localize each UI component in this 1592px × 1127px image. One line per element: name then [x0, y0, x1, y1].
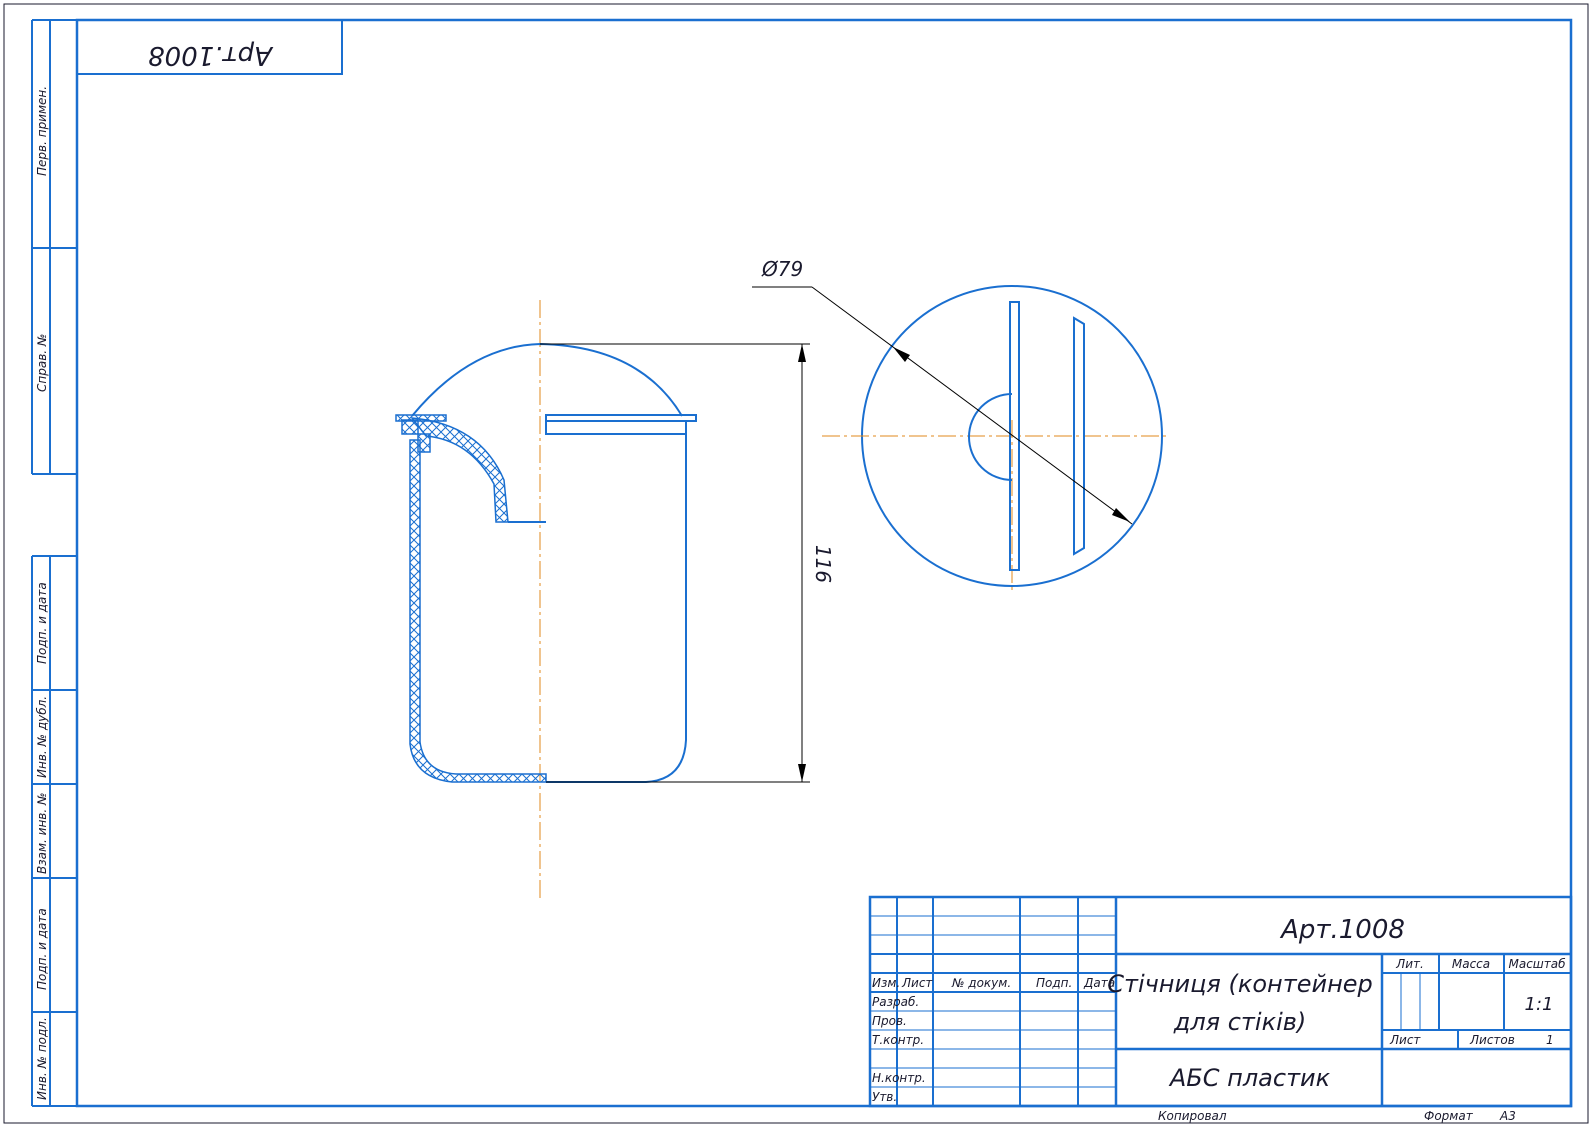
tb-material: АБС пластик	[1168, 1064, 1331, 1092]
top-view	[822, 285, 1170, 592]
height-dimension: 116	[540, 343, 835, 783]
side-label-inv: Инв. № подл.	[35, 1017, 49, 1100]
footer-copied: Копировал	[1158, 1109, 1227, 1123]
tb-row-razrab: Разраб.	[872, 995, 919, 1009]
lid-rim-inner	[545, 420, 687, 435]
hinge-half-circle	[968, 393, 1013, 481]
tb-sheet-label: Лист	[1389, 1033, 1421, 1047]
height-dim-label: 116	[811, 545, 835, 583]
diameter-dimension: Ø79	[752, 257, 1133, 525]
side-label-vzam: Взам. инв. №	[35, 793, 49, 874]
side-label-podp1: Подп. и дата	[35, 582, 49, 664]
side-label-dubl: Инв. № дубл.	[35, 696, 49, 778]
slot-right	[1073, 316, 1085, 556]
side-label-podp2: Подп. и дата	[35, 908, 49, 990]
front-view	[395, 300, 697, 898]
lid-dome	[411, 342, 683, 417]
tb-row-utv: Утв.	[872, 1090, 897, 1104]
tb-col-list: Лист	[901, 976, 933, 990]
tb-mass-label: Масса	[1452, 957, 1490, 971]
diameter-dim-label: Ø79	[761, 257, 803, 281]
latch-block-1	[401, 419, 419, 435]
footer-format-label: Формат	[1424, 1109, 1474, 1123]
tb-designation: Арт.1008	[1279, 915, 1405, 945]
slot-left	[1009, 301, 1020, 571]
tb-col-doc: № докум.	[951, 976, 1011, 990]
title-block: Изм. Лист № докум. Подп. Дата Разраб. Пр…	[868, 895, 1573, 1108]
main-frame	[75, 18, 1573, 1108]
tb-row-tkontr: Т.контр.	[872, 1033, 924, 1047]
container-outline-right	[546, 434, 687, 783]
tb-name-line2: для стіків)	[1173, 1008, 1307, 1036]
outer-frame	[3, 3, 1589, 1124]
top-designation-text: Арт.1008	[148, 40, 274, 70]
tb-col-sign: Подп.	[1036, 976, 1072, 990]
tb-row-prov: Пров.	[872, 1014, 907, 1028]
tb-name-line1: Стічниця (контейнер	[1107, 970, 1373, 998]
tb-col-date: Дата	[1083, 976, 1115, 990]
side-strip: Перв. примен. Справ. № Подп. и дата Инв.…	[31, 19, 77, 1107]
tb-sheets-label: Листов	[1469, 1033, 1515, 1047]
top-designation-box: Арт.1008	[76, 19, 343, 75]
tb-scale-label: Масштаб	[1508, 957, 1566, 971]
side-label-sprav: Справ. №	[35, 334, 49, 392]
side-label-perv: Перв. примен.	[35, 86, 49, 176]
tb-sheets-value: 1	[1546, 1033, 1554, 1047]
tb-scale-value: 1:1	[1525, 994, 1554, 1015]
footer-format-value: А3	[1499, 1109, 1516, 1123]
tb-col-izm: Изм.	[872, 976, 900, 990]
tb-row-nkontr: Н.контр.	[872, 1071, 926, 1085]
container-wall-section	[409, 439, 547, 783]
tb-lit-label: Лит.	[1395, 957, 1424, 971]
